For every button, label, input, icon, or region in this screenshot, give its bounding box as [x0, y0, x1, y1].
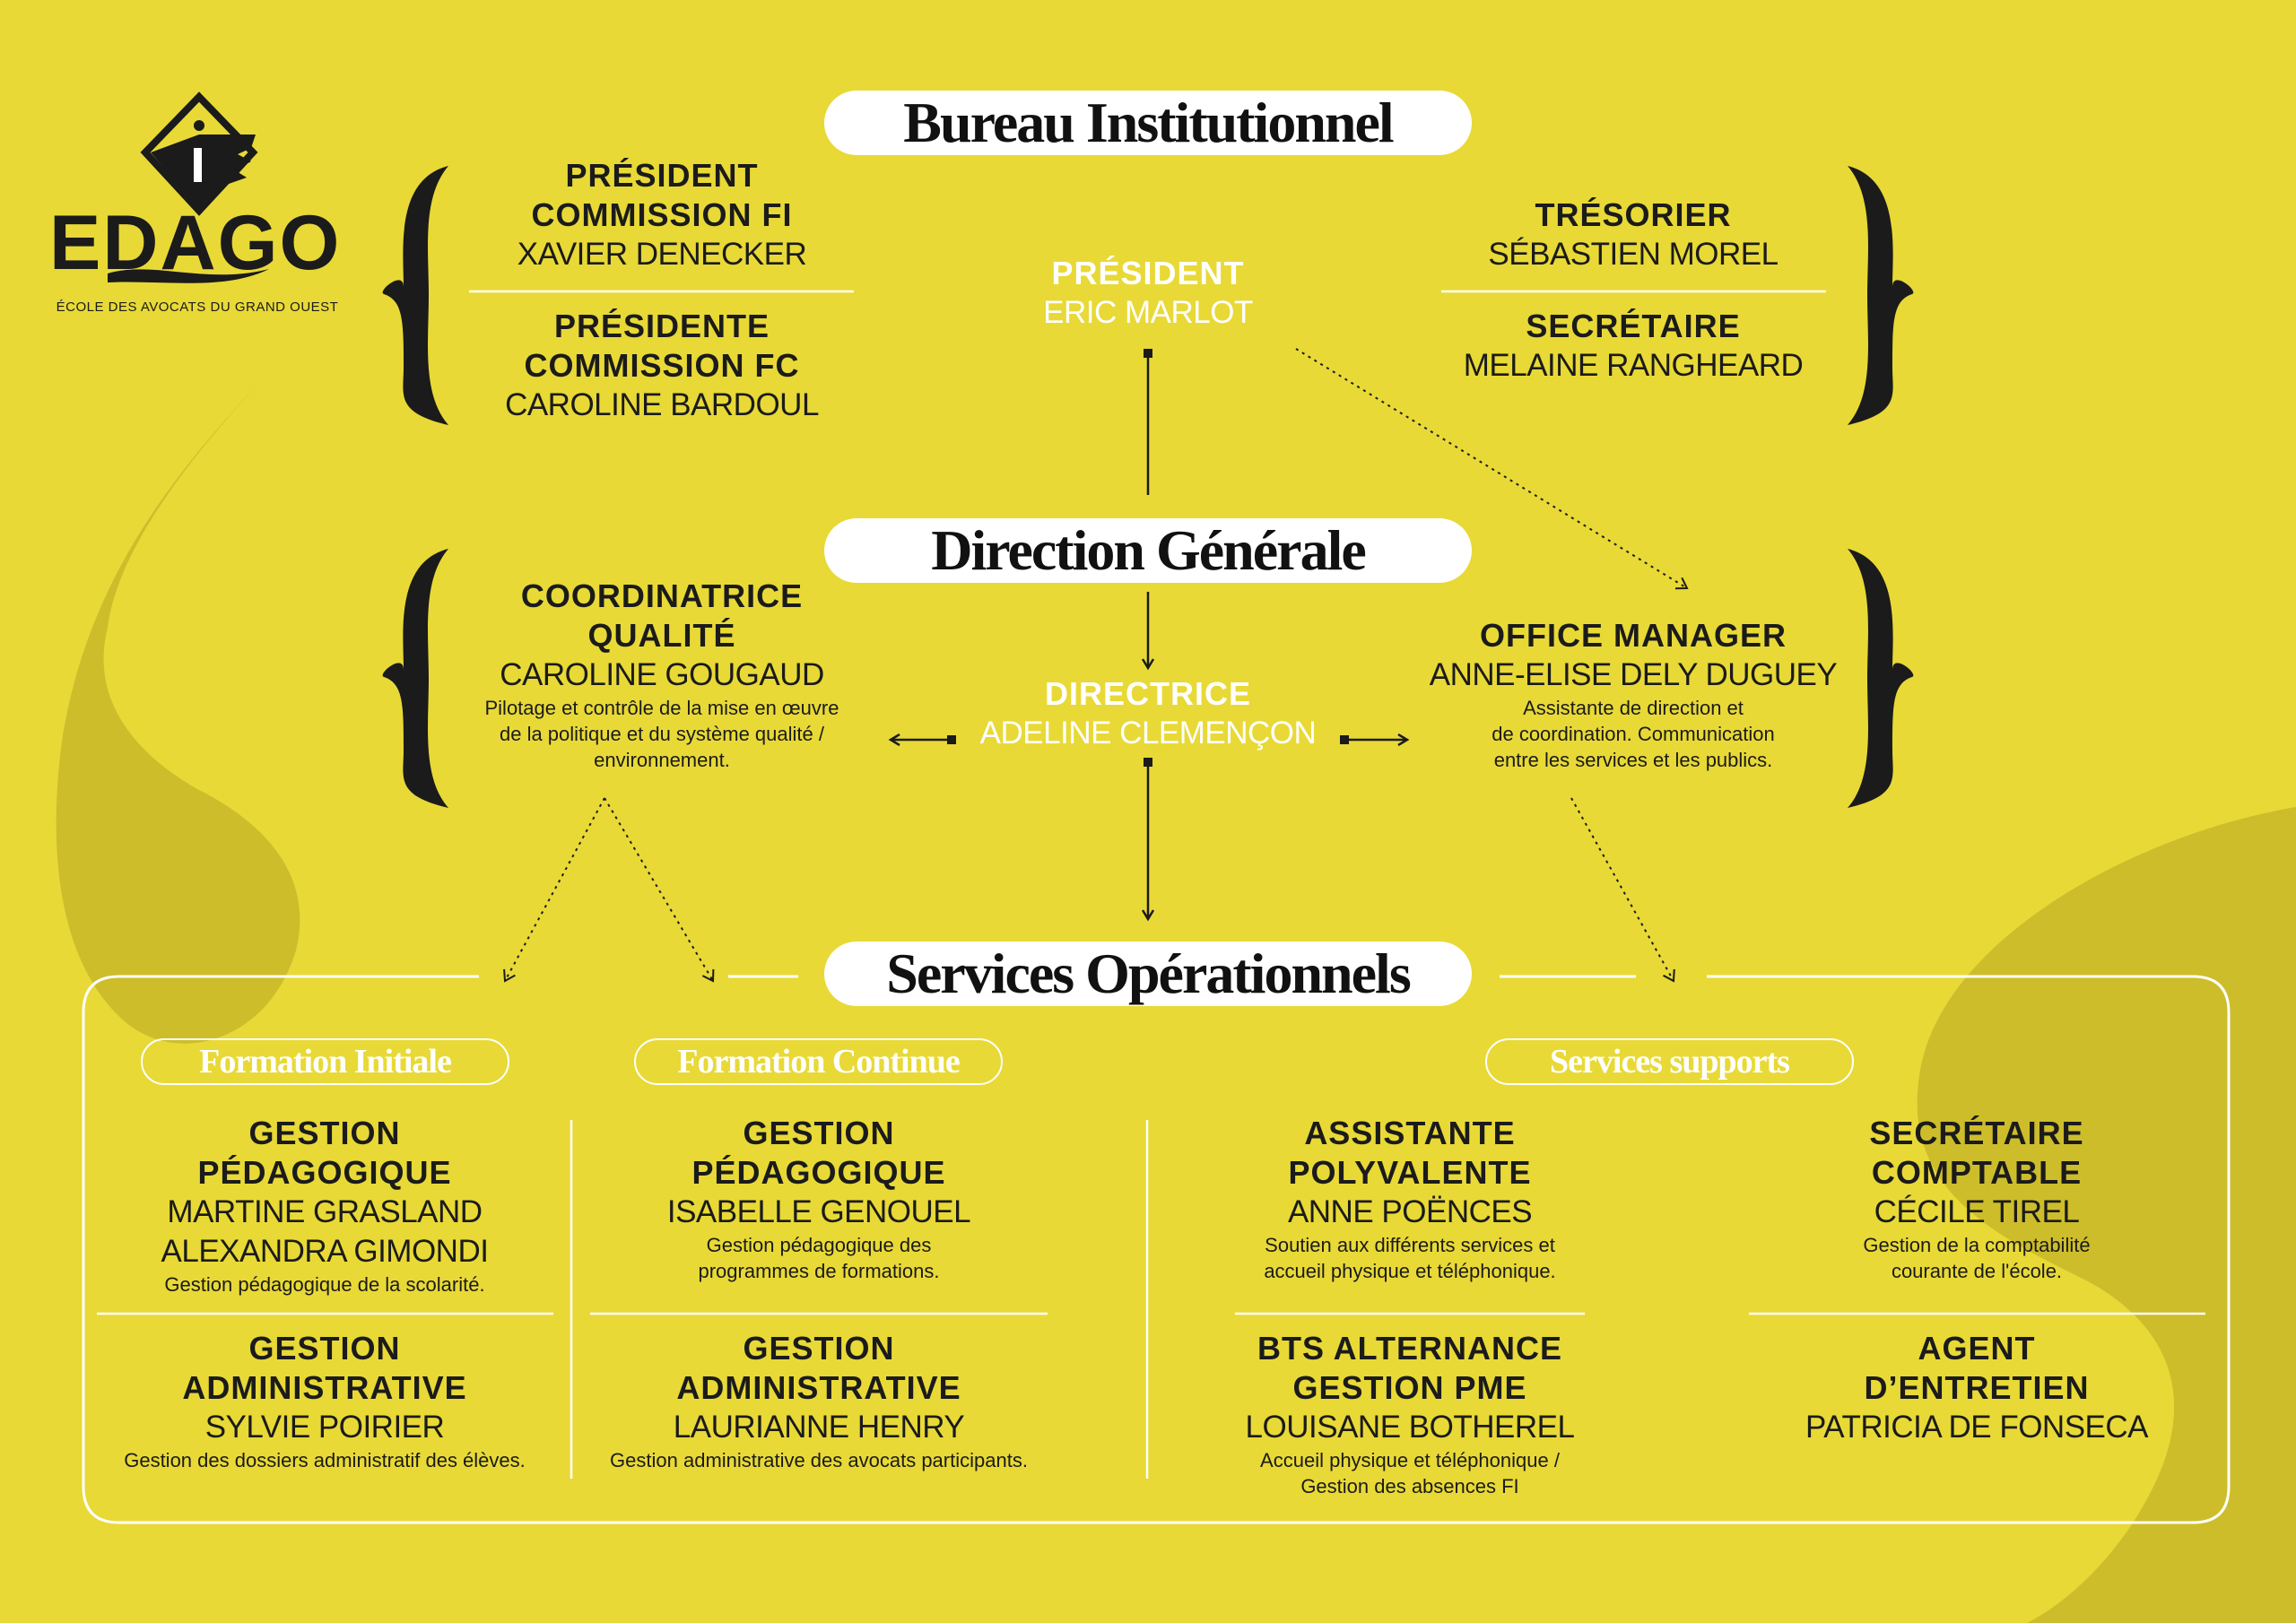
- role-coordinatrice-qualite: COORDINATRICE QUALITÉ CAROLINE GOUGAUD P…: [384, 577, 940, 773]
- group-formation-initiale: Formation Initiale: [141, 1038, 509, 1085]
- person-name: ALEXANDRA GIMONDI: [161, 1234, 489, 1269]
- role-description: Accueil physique et téléphonique /: [1260, 1449, 1560, 1471]
- person-name: LAURIANNE HENRY: [673, 1410, 965, 1445]
- person-name: ANNE POËNCES: [1287, 1194, 1533, 1229]
- role-description: Gestion des absences FI: [1300, 1475, 1519, 1497]
- section-title-direction: Direction Générale: [824, 518, 1472, 583]
- role-title: BTS ALTERNANCE: [1257, 1330, 1562, 1367]
- role-agent-entretien: AGENT D’ENTRETIEN PATRICIA DE FONSECA: [1699, 1329, 2255, 1447]
- person-name: ANNE-ELISE DELY DUGUEY: [1429, 657, 1838, 692]
- brace-bureau-left: [382, 166, 448, 425]
- role-title: GESTION: [743, 1330, 895, 1367]
- person-name: PATRICIA DE FONSECA: [1805, 1410, 2149, 1445]
- role-description: courante de l'école.: [1891, 1260, 2063, 1282]
- role-description: Assistante de direction et: [1523, 697, 1744, 719]
- role-assistante-polyvalente: ASSISTANTE POLYVALENTE ANNE POËNCES Sout…: [1132, 1114, 1688, 1284]
- role-title: PRÉSIDENT: [1051, 255, 1245, 291]
- role-description: entre les services et les publics.: [1493, 749, 1773, 771]
- role-fc-gestion-pedagogique: GESTION PÉDAGOGIQUE ISABELLE GENOUEL Ges…: [541, 1114, 1097, 1284]
- person-name: CÉCILE TIREL: [1874, 1194, 2080, 1229]
- person-name: SYLVIE POIRIER: [204, 1410, 445, 1445]
- role-description: programmes de formations.: [698, 1260, 940, 1282]
- role-title: SECRÉTAIRE: [1869, 1115, 2084, 1151]
- brace-direction-left: [382, 549, 448, 808]
- role-description: Gestion des dossiers administratif des é…: [124, 1449, 526, 1471]
- role-presidente-commission-fc: PRÉSIDENTE COMMISSION FC CAROLINE BARDOU…: [384, 307, 940, 425]
- role-title: GESTION: [248, 1330, 401, 1367]
- person-name: ADELINE CLEMENÇON: [979, 716, 1317, 751]
- role-fi-gestion-administrative: GESTION ADMINISTRATIVE SYLVIE POIRIER Ge…: [47, 1329, 603, 1473]
- quote-shape-right: [1917, 807, 2296, 1623]
- person-name: LOUISANE BOTHEREL: [1245, 1410, 1575, 1445]
- role-description: Soutien aux différents services et: [1265, 1234, 1555, 1256]
- role-title: AGENT: [1918, 1330, 2036, 1367]
- role-title: OFFICE MANAGER: [1480, 617, 1787, 654]
- role-bts-alternance: BTS ALTERNANCE GESTION PME LOUISANE BOTH…: [1132, 1329, 1688, 1499]
- group-formation-continue: Formation Continue: [634, 1038, 1003, 1085]
- role-title: ADMINISTRATIVE: [182, 1369, 467, 1406]
- role-president: PRÉSIDENT ERIC MARLOT: [870, 254, 1426, 333]
- connectors: [503, 348, 1689, 983]
- role-title: PRÉSIDENTE: [553, 308, 770, 344]
- role-description: accueil physique et téléphonique.: [1264, 1260, 1556, 1282]
- role-title: GESTION PME: [1292, 1369, 1527, 1406]
- person-name: XAVIER DENECKER: [517, 237, 807, 272]
- role-secretaire-comptable: SECRÉTAIRE COMPTABLE CÉCILE TIREL Gestio…: [1699, 1114, 2255, 1284]
- role-title: PÉDAGOGIQUE: [197, 1154, 452, 1191]
- role-title: QUALITÉ: [587, 617, 736, 654]
- person-name: SÉBASTIEN MOREL: [1488, 237, 1779, 272]
- role-description: de la politique et du système qualité /: [499, 723, 824, 745]
- person-name: ERIC MARLOT: [1043, 295, 1253, 330]
- role-description: Gestion administrative des avocats parti…: [610, 1449, 1028, 1471]
- role-tresorier: TRÉSORIER SÉBASTIEN MOREL: [1355, 195, 1911, 274]
- role-fc-gestion-administrative: GESTION ADMINISTRATIVE LAURIANNE HENRY G…: [541, 1329, 1097, 1473]
- edago-logo: EDAGO: [49, 91, 341, 286]
- svg-text:EDAGO: EDAGO: [49, 200, 341, 286]
- group-services-supports: Services supports: [1485, 1038, 1854, 1085]
- role-title: ASSISTANTE: [1304, 1115, 1516, 1151]
- role-fi-gestion-pedagogique: GESTION PÉDAGOGIQUE MARTINE GRASLAND ALE…: [47, 1114, 603, 1298]
- role-president-commission-fi: PRÉSIDENT COMMISSION FI XAVIER DENECKER: [384, 156, 940, 274]
- role-secretaire: SECRÉTAIRE MELAINE RANGHEARD: [1355, 307, 1911, 386]
- person-name: MARTINE GRASLAND: [167, 1194, 483, 1229]
- person-name: CAROLINE BARDOUL: [505, 387, 819, 422]
- role-title: SECRÉTAIRE: [1526, 308, 1741, 344]
- role-title: DIRECTRICE: [1044, 675, 1251, 712]
- role-title: TRÉSORIER: [1535, 196, 1732, 233]
- role-description: Pilotage et contrôle de la mise en œuvre: [484, 697, 839, 719]
- role-title: POLYVALENTE: [1288, 1154, 1532, 1191]
- person-name: CAROLINE GOUGAUD: [500, 657, 824, 692]
- role-description: Gestion pédagogique des: [706, 1234, 932, 1256]
- role-description: environnement.: [594, 749, 730, 771]
- role-office-manager: OFFICE MANAGER ANNE-ELISE DELY DUGUEY As…: [1355, 616, 1911, 773]
- brace-direction-right: [1848, 549, 1914, 808]
- role-title: PRÉSIDENT: [565, 157, 759, 194]
- person-name: MELAINE RANGHEARD: [1463, 348, 1804, 383]
- section-title-services: Services Opérationnels: [824, 942, 1472, 1006]
- role-title: ADMINISTRATIVE: [676, 1369, 961, 1406]
- role-description: Gestion de la comptabilité: [1863, 1234, 2091, 1256]
- separators: [97, 290, 2205, 1479]
- role-description: Gestion pédagogique de la scolarité.: [164, 1273, 485, 1296]
- role-title: GESTION: [248, 1115, 401, 1151]
- section-title-bureau: Bureau Institutionnel: [824, 91, 1472, 155]
- role-title: COMMISSION FI: [531, 196, 793, 233]
- role-directrice: DIRECTRICE ADELINE CLEMENÇON: [870, 674, 1426, 753]
- person-name: ISABELLE GENOUEL: [666, 1194, 971, 1229]
- quote-shape-left: [56, 368, 300, 1044]
- role-title: D’ENTRETIEN: [1864, 1369, 2090, 1406]
- brace-bureau-right: [1848, 166, 1914, 425]
- role-title: PÉDAGOGIQUE: [691, 1154, 946, 1191]
- role-title: COORDINATRICE: [520, 577, 804, 614]
- logo-tagline: ÉCOLE DES AVOCATS DU GRAND OUEST: [56, 299, 339, 315]
- role-title: COMMISSION FC: [524, 347, 800, 384]
- services-frame: [82, 975, 2231, 1524]
- role-title: GESTION: [743, 1115, 895, 1151]
- role-description: de coordination. Communication: [1492, 723, 1775, 745]
- role-title: COMPTABLE: [1871, 1154, 2083, 1191]
